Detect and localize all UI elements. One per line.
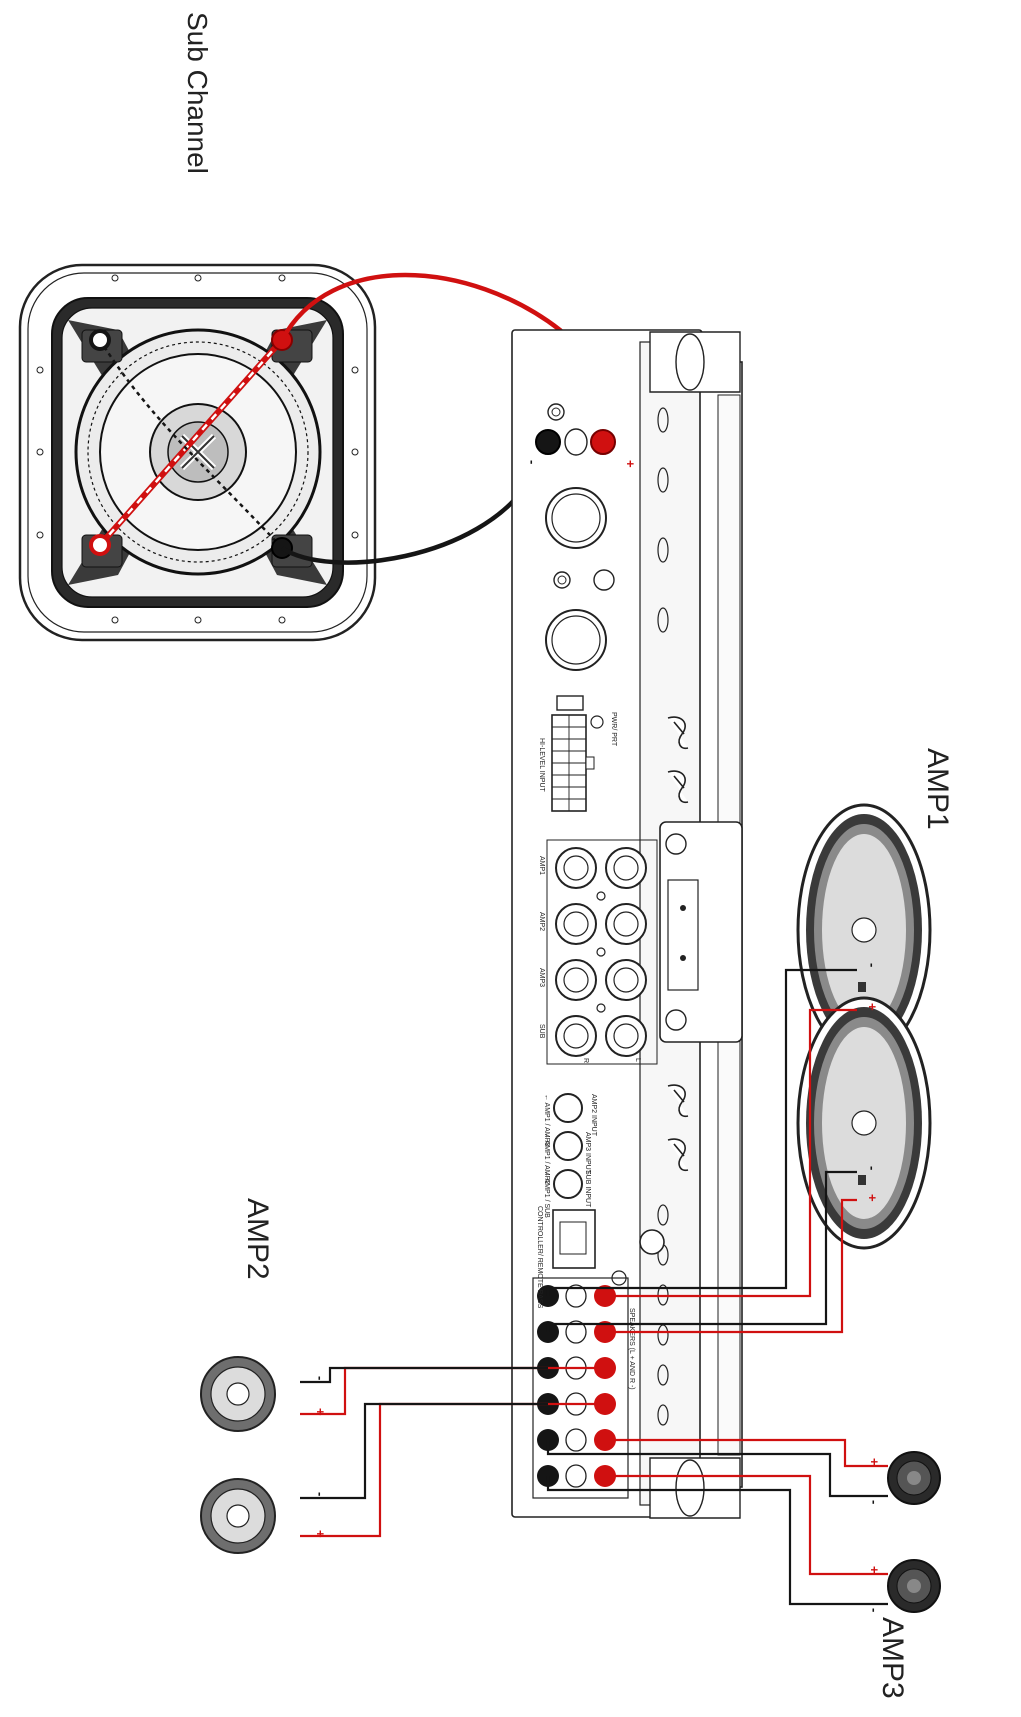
amp3-input-label: AMP3 INPUT <box>584 1132 591 1175</box>
amp2-speaker-2-pos: + <box>313 1530 328 1538</box>
amp3-tweeter-2 <box>887 1559 941 1613</box>
amp1-label: AMP1 <box>921 748 954 830</box>
amp1-speaker-2-neg: - <box>865 1166 880 1170</box>
amp3-tweeter-1-pos: + <box>867 1458 882 1466</box>
rca-label-amp1: AMP1 <box>538 856 545 875</box>
amp3-tweeter-2-pos: + <box>867 1566 882 1574</box>
hi-level-input-label: HI-LEVEL INPUT <box>538 738 545 793</box>
amp-power-neg: - <box>525 460 540 464</box>
amp2-speaker-2-neg: - <box>313 1492 328 1496</box>
subwoofer <box>18 263 377 642</box>
amp3-tweeter-1 <box>887 1451 941 1505</box>
amp-power-pos: + <box>623 460 638 468</box>
amp2-input-label: AMP2 INPUT <box>590 1094 597 1137</box>
sub-input-sublabel: ← AMP1 / SUB <box>543 1170 550 1218</box>
amp1-speaker-1 <box>796 803 932 1057</box>
controller-label: CONTROLLER/ REMOTE BASS <box>536 1206 543 1309</box>
amp2-input-sublabel: ← AMP1 / AMP3 <box>543 1094 550 1146</box>
amp2-speaker-1 <box>200 1356 276 1432</box>
amp3-tweeter-1-neg: - <box>867 1500 882 1504</box>
amp2-label: AMP2 <box>241 1198 274 1280</box>
amp1-speaker-1-neg: - <box>865 963 880 967</box>
amp2-speaker-1-pos: + <box>313 1408 328 1416</box>
amplifier <box>511 329 743 1519</box>
rca-label-sub: SUB <box>538 1024 545 1039</box>
rca-label-amp2: AMP2 <box>538 912 545 931</box>
amp1-speaker-2-pos: + <box>865 1194 880 1202</box>
amp3-input-sublabel: ← AMP1 / AMP2 <box>543 1132 550 1184</box>
amp3-tweeter-2-neg: - <box>867 1608 882 1612</box>
amp1-speaker-2 <box>796 996 932 1250</box>
rca-side-label-l: L <box>634 1058 641 1062</box>
speaker-terminal-label: SPEAKERS (L + AND R -) <box>628 1308 635 1390</box>
sub-input-label: SUB INPUT <box>584 1170 591 1208</box>
rca-label-amp3: AMP3 <box>538 968 545 987</box>
amp2-speaker-2 <box>200 1478 276 1554</box>
polarity-marks: - + - + - + - + + - + - - + <box>313 460 882 1612</box>
amp1-speaker-1-pos: + <box>865 1003 880 1011</box>
power-port-label: PWR/ PRT <box>610 712 617 747</box>
sub-channel-label: Sub Channel <box>182 12 213 174</box>
amp3-label: AMP3 <box>876 1617 909 1699</box>
amp2-speaker-1-neg: - <box>313 1376 328 1380</box>
rca-side-label-r: R <box>582 1058 589 1063</box>
